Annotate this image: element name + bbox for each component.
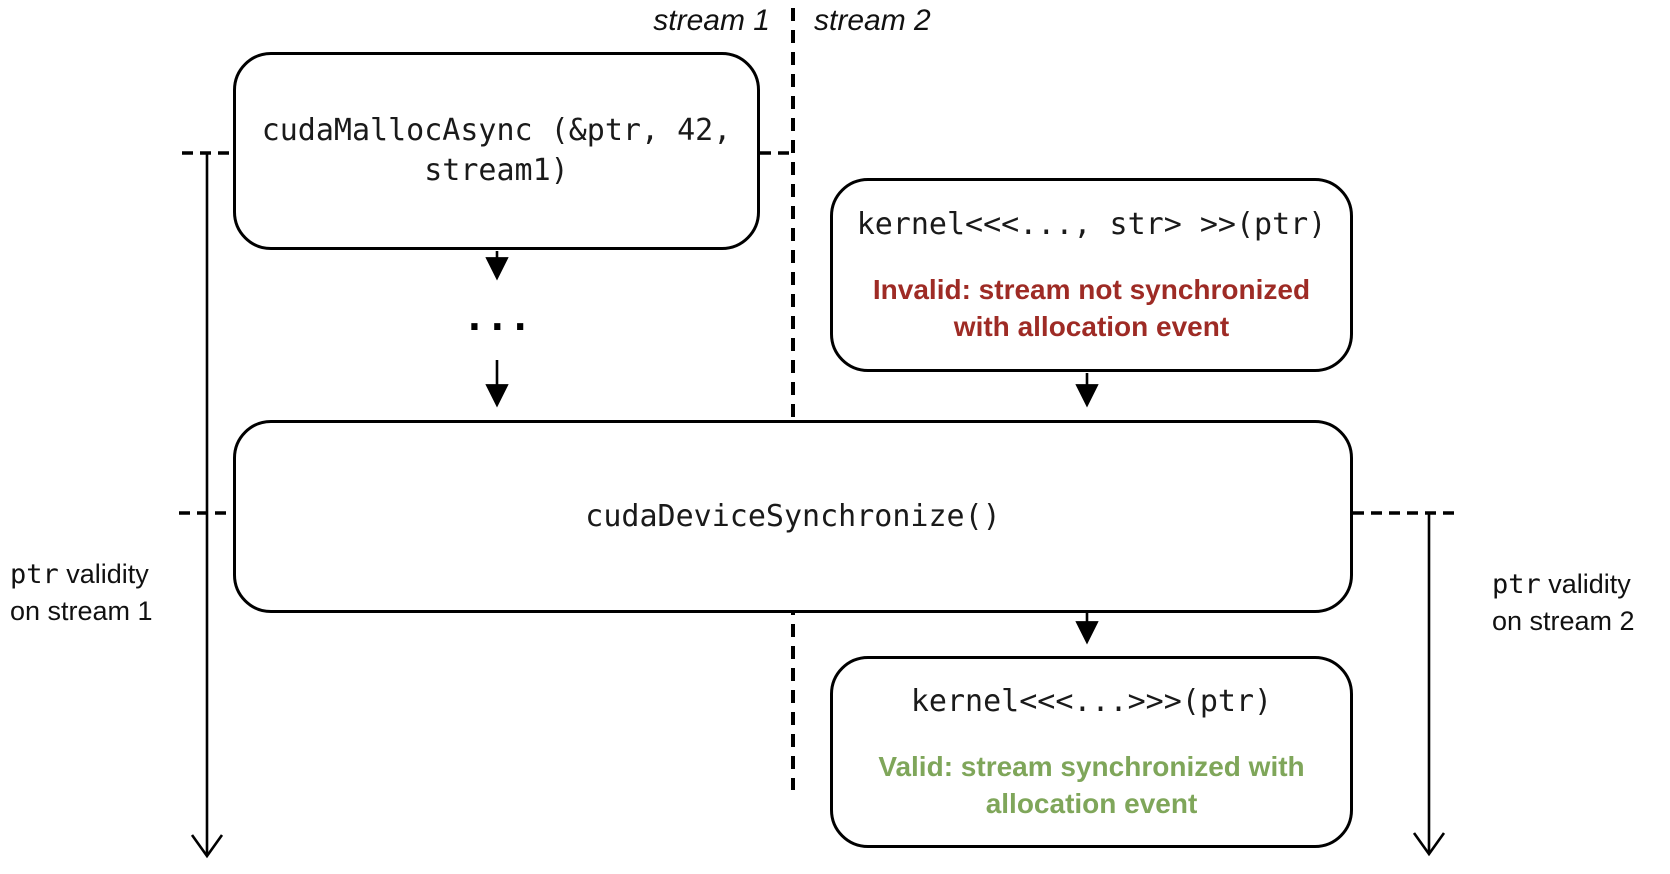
validity-text-left: validity — [58, 559, 149, 589]
invalid-note: Invalid: stream not synchronized with al… — [873, 271, 1310, 345]
invalid-kernel-box: kernel<<<..., str> >>(ptr) Invalid: stre… — [830, 178, 1353, 372]
validity-text-right: validity — [1540, 569, 1631, 599]
ptr-validity-label-stream1-line2: on stream 1 — [10, 596, 153, 626]
malloc-code-line1: cudaMallocAsync (&ptr, 42, — [261, 113, 732, 148]
ptr-validity-arrowhead-stream1 — [190, 834, 224, 859]
ptr-validity-label-stream2-line2: on stream 2 — [1492, 606, 1635, 636]
device-sync-code: cudaDeviceSynchronize() — [585, 498, 1001, 534]
invalid-note-line2: with allocation event — [953, 311, 1230, 342]
ptr-validity-label-stream2-line1: ptr validity — [1492, 566, 1635, 603]
valid-note-line1: Valid: stream synchronized with — [878, 751, 1305, 782]
invalid-note-line1: Invalid: stream not synchronized — [872, 274, 1311, 305]
malloc-code-line2: stream1) — [424, 153, 569, 188]
stream1-header: stream 1 — [653, 4, 770, 37]
ptr-validity-label-stream1: ptr validity on stream 1 — [10, 556, 153, 629]
ptr-code-token-left: ptr — [10, 559, 59, 590]
ptr-code-token-right: ptr — [1492, 569, 1541, 600]
invalid-kernel-code: kernel<<<..., str> >>(ptr) — [856, 207, 1327, 242]
ellipsis-dots: ... — [463, 295, 532, 339]
valid-note-line2: allocation event — [985, 788, 1198, 819]
device-sync-box: cudaDeviceSynchronize() — [233, 420, 1353, 613]
malloc-async-box: cudaMallocAsync (&ptr, 42, stream1) — [233, 52, 760, 250]
ptr-validity-label-stream1-line1: ptr validity — [10, 556, 153, 593]
valid-kernel-box: kernel<<<...>>>(ptr) Valid: stream synch… — [830, 656, 1353, 848]
stream2-header: stream 2 — [814, 4, 931, 37]
valid-kernel-code: kernel<<<...>>>(ptr) — [910, 684, 1273, 719]
ptr-validity-arrowhead-stream2 — [1412, 832, 1446, 857]
valid-note: Valid: stream synchronized with allocati… — [878, 748, 1304, 822]
ptr-validity-label-stream2: ptr validity on stream 2 — [1492, 566, 1635, 639]
